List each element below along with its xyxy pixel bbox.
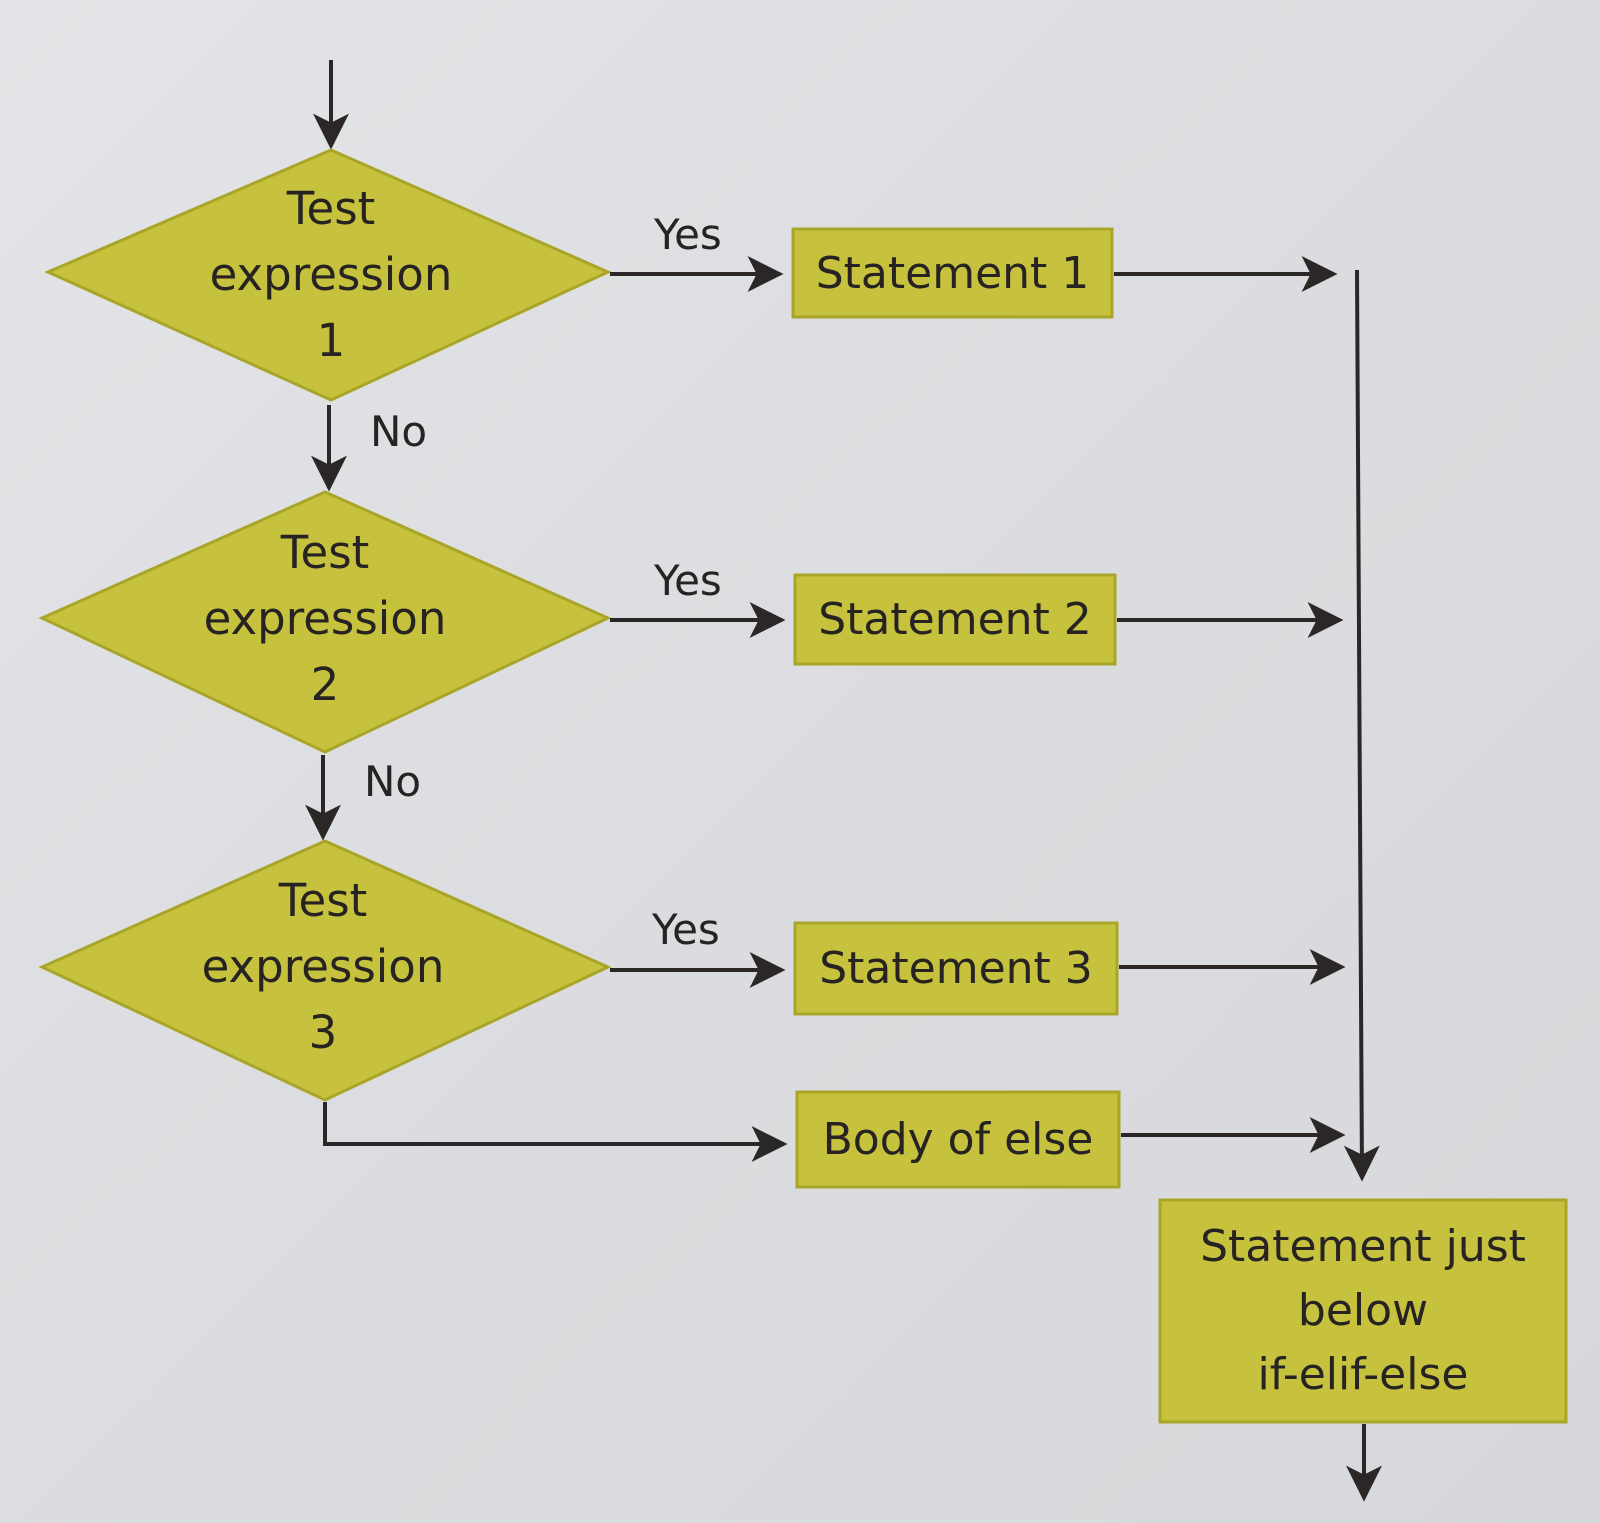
yes-label-2: Yes bbox=[654, 556, 722, 605]
else-box bbox=[795, 1090, 1121, 1189]
final-line1: Statement just bbox=[1200, 1221, 1526, 1272]
statement-box-1 bbox=[791, 227, 1114, 319]
decision-label-3: Test expression 3 bbox=[178, 868, 468, 1066]
merge-arrow bbox=[1343, 269, 1380, 1182]
final-line3: if-elif-else bbox=[1257, 1349, 1469, 1400]
else-label: Body of else bbox=[822, 1114, 1094, 1165]
statement-label-1: Statement 1 bbox=[815, 247, 1090, 299]
decision-1-line3: 1 bbox=[316, 314, 346, 367]
decision-3-line2: expression bbox=[201, 940, 445, 993]
decision-label-1: Test expression 1 bbox=[186, 176, 476, 374]
decision-label-2: Test expression 2 bbox=[180, 520, 470, 718]
decision-diamond-3 bbox=[38, 839, 612, 1102]
else-arrow bbox=[323, 1102, 788, 1162]
statement-label-2: Statement 2 bbox=[818, 594, 1092, 645]
decision-3-line1: Test bbox=[278, 874, 368, 927]
decision-3-line3: 3 bbox=[308, 1006, 338, 1059]
statement-label-3: Statement 3 bbox=[819, 943, 1093, 994]
decision-2-line1: Test bbox=[280, 526, 370, 579]
final-line2: below bbox=[1297, 1285, 1429, 1336]
no-label-2: No bbox=[364, 757, 422, 806]
decision-diamond-1 bbox=[44, 148, 612, 402]
decision-2-line2: expression bbox=[203, 592, 447, 645]
no-label-1: No bbox=[370, 407, 428, 456]
statement-box-3 bbox=[793, 921, 1119, 1016]
decision-diamond-2 bbox=[38, 490, 612, 754]
final-statement-label: Statement just below if-elif-else bbox=[1160, 1215, 1566, 1407]
decision-2-line3: 2 bbox=[310, 658, 340, 711]
decision-1-line2: expression bbox=[209, 248, 453, 301]
statement-box-2 bbox=[793, 573, 1117, 666]
decision-1-line1: Test bbox=[286, 182, 376, 235]
final-statement-box bbox=[1158, 1198, 1568, 1424]
yes-label-1: Yes bbox=[654, 210, 722, 259]
yes-label-3: Yes bbox=[652, 905, 720, 954]
